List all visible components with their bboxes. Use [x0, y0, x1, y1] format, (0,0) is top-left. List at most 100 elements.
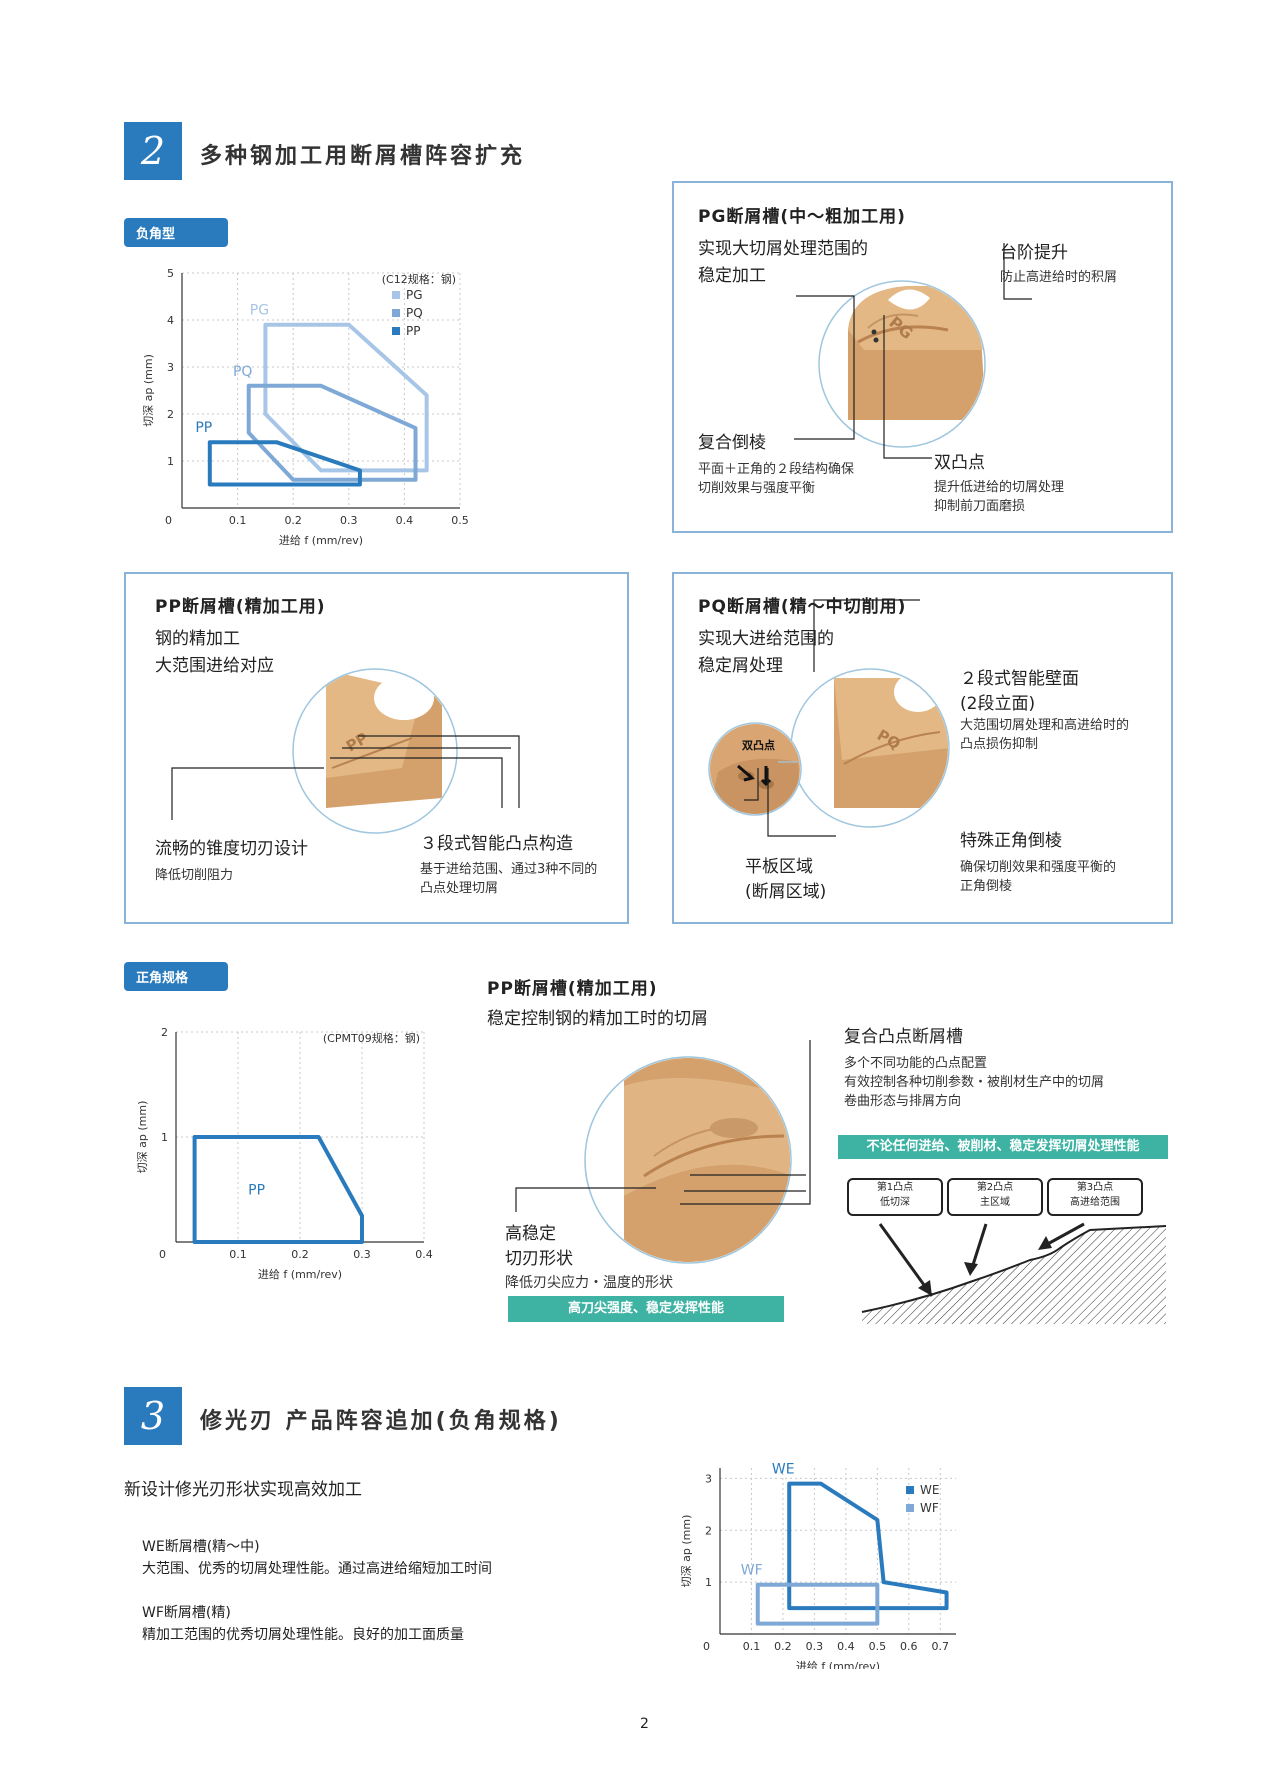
edge-stable-title: 高稳定 切刃形状: [505, 1219, 573, 1269]
pg-chamfer-desc: 平面＋正角的２段结构确保 切削效果与强度平衡: [698, 460, 854, 498]
pp-heading-line2: 大范围进给对应: [155, 656, 274, 676]
pg-bump-desc-line1: 提升低进给的切屑处理: [934, 480, 1065, 495]
c3-ylabel: 切深 ap (mm): [680, 1515, 693, 1588]
pp-title: PP断屑槽(精加工用): [155, 597, 326, 617]
teal-banner-left: 高刀尖强度、稳定发挥性能: [508, 1296, 784, 1322]
pp-insert-image: PP: [292, 668, 458, 834]
edge-stable-title-line1: 高稳定: [505, 1224, 556, 1244]
c3-legend-label-1: WF: [920, 1501, 939, 1515]
pq-flat-title-line1: 平板区域: [745, 857, 813, 877]
pq-wall-title: ２段式智能壁面 (2段立面): [960, 664, 1079, 714]
c1-legend-label-0: PG: [406, 288, 423, 302]
c1-legend-swatch-2: [392, 327, 400, 335]
c2-ytick-0: 1: [161, 1131, 168, 1144]
pq-chamfer-title: 特殊正角倒棱: [960, 831, 1062, 851]
c1-xtick-2: 0.3: [340, 514, 358, 527]
section-title: 多种钢加工用断屑槽阵容扩充: [200, 144, 526, 169]
c2-xtick-3: 0.4: [415, 1248, 433, 1261]
c3-xtick-3: 0.4: [837, 1640, 855, 1653]
section3-subtitle: 新设计修光刃形状实现高效加工: [124, 1480, 362, 1500]
wf-desc: 精加工范围的优秀切屑处理性能。良好的加工面质量: [142, 1627, 464, 1643]
c3-xtick-4: 0.5: [869, 1640, 887, 1653]
c1-xtick-3: 0.4: [396, 514, 414, 527]
pq-wall-desc-line2: 凸点损伤抑制: [960, 737, 1039, 752]
c1-series-pq: [246, 383, 418, 482]
c3-ytick-0: 1: [705, 1576, 712, 1589]
pg-chamfer-desc-line2: 切削效果与强度平衡: [698, 481, 816, 496]
pp-bump-title: ３段式智能凸点构造: [420, 834, 573, 854]
c1-legend-swatch-1: [392, 309, 400, 317]
pg-step-desc: 防止高进给时的积屑: [1000, 270, 1118, 285]
page-number: 2: [640, 1716, 649, 1732]
pq-wall-title-line2: (2段立面): [960, 694, 1036, 714]
c3-series-label-we: WE: [772, 1462, 795, 1478]
c1-ytick-4: 5: [167, 267, 174, 280]
c1-series-pg: [263, 322, 429, 473]
c1-legend-label-2: PP: [406, 324, 420, 338]
compound-desc-line3: 卷曲形态与排屑方向: [844, 1094, 962, 1109]
edge-stable-title-line2: 切刃形状: [505, 1249, 573, 1269]
pq-chamfer-desc: 确保切削效果和强度平衡的 正角倒棱: [960, 858, 1116, 896]
we-desc: 大范围、优秀的切屑处理性能。通过高进给缩短加工时间: [142, 1561, 492, 1577]
pq-heading-line1: 实现大进给范围的: [698, 629, 834, 649]
c3-legend-swatch-0: [906, 1486, 914, 1494]
stage-3-line1: 第3凸点: [1076, 1182, 1114, 1193]
pq-flat-title-line2: (断屑区域): [745, 882, 827, 902]
pp-positive-heading: 稳定控制钢的精加工时的切屑: [487, 1009, 708, 1029]
edge-stable-desc: 降低刃尖应力・温度的形状: [505, 1275, 673, 1291]
c1-series-label-pq: PQ: [233, 364, 252, 380]
c3-legend-label-0: WE: [920, 1483, 939, 1497]
c1-legend-label-1: PQ: [406, 306, 423, 320]
c2-series-label-pp: PP: [248, 1183, 265, 1199]
pq-chamfer-desc-line1: 确保切削效果和强度平衡的: [960, 860, 1117, 875]
pg-bump-desc-line2: 抑制前刀面磨损: [934, 499, 1026, 514]
pq-callout-lines: [778, 761, 798, 763]
c3-xtick-0: 0.1: [743, 1640, 761, 1653]
c1-ytick-0: 1: [167, 455, 174, 468]
c2-ytick-1: 2: [161, 1026, 168, 1039]
section3-number: 3: [124, 1387, 182, 1445]
pg-heading: 实现大切屑处理范围的 稳定加工: [698, 236, 868, 290]
c1-ytick-2: 3: [167, 361, 174, 374]
c2-xtick-2: 0.3: [353, 1248, 371, 1261]
pg-callout-lines: [794, 243, 1032, 459]
c1-ytick-3: 4: [167, 314, 174, 327]
c1-ylabel: 切深 ap (mm): [142, 354, 155, 427]
pg-bump-title: 双凸点: [934, 453, 985, 473]
compound-desc: 多个不同功能的凸点配置 有效控制各种切削参数・被削材生产中的切屑 卷曲形态与排屑…: [844, 1054, 1104, 1111]
c3-origin: 0: [703, 1640, 710, 1653]
pp-positive-title: PP断屑槽(精加工用): [487, 979, 658, 999]
pp-edge-desc: 降低切削阻力: [155, 868, 234, 883]
c3-series-wf: [755, 1582, 880, 1626]
pg-heading-line2: 稳定加工: [698, 266, 766, 286]
c1-xtick-1: 0.2: [284, 514, 302, 527]
teal-banner-right: 不论任何进给、被削材、稳定发挥切屑处理性能: [838, 1135, 1168, 1159]
we-item: WE断屑槽(精～中) 大范围、优秀的切屑处理性能。通过高进给缩短加工时间: [142, 1536, 492, 1580]
pq-inset-image: [708, 722, 802, 816]
stage-1-line2: 低切深: [880, 1197, 910, 1208]
pq-heading-line2: 稳定屑处理: [698, 656, 783, 676]
pg-title: PG断屑槽(中～粗加工用): [698, 207, 906, 227]
stage-box-2: 第2凸点 主区域: [947, 1178, 1043, 1216]
c2-xlabel: 进给 f (mm/rev): [258, 1268, 342, 1281]
c1-xtick-0: 0.1: [229, 514, 247, 527]
pq-heading: 实现大进给范围的 稳定屑处理: [698, 626, 834, 680]
c1-note: (C12规格：钢): [382, 272, 456, 286]
c3-legend-swatch-1: [906, 1504, 914, 1512]
wf-name: WF断屑槽(精): [142, 1605, 231, 1621]
compound-desc-line1: 多个不同功能的凸点配置: [844, 1056, 988, 1071]
negative-type-tag: 负角型: [124, 218, 228, 247]
pq-flat-title: 平板区域 (断屑区域): [745, 852, 826, 902]
pq-wall-desc: 大范围切屑处理和高进给时的 凸点损伤抑制: [960, 716, 1129, 754]
stage-2-line2: 主区域: [980, 1197, 1010, 1208]
wf-item: WF断屑槽(精) 精加工范围的优秀切屑处理性能。良好的加工面质量: [142, 1602, 464, 1646]
stage-1-line1: 第1凸点: [876, 1182, 914, 1193]
pp-bump-desc: 基于进给范围、通过3种不同的 凸点处理切屑: [420, 860, 597, 898]
c1-series-pp: [207, 440, 362, 487]
we-name: WE断屑槽(精～中): [142, 1539, 260, 1555]
c1-legend-swatch-0: [392, 291, 400, 299]
pg-chamfer-title: 复合倒棱: [698, 433, 766, 453]
